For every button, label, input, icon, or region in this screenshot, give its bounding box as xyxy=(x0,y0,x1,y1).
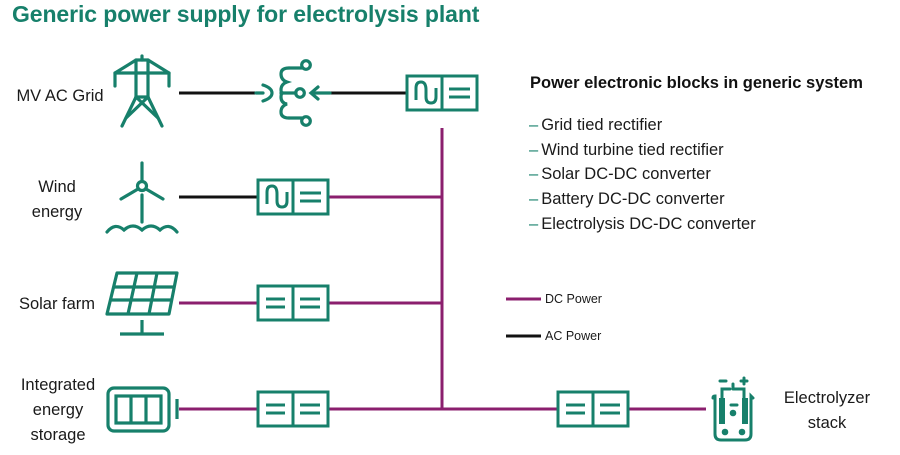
label-line: energy xyxy=(32,401,84,419)
label-electrolyzer-stack: Electrolyzer stack xyxy=(772,386,882,436)
converter-electrolysis-dcdc xyxy=(556,390,630,428)
item-text: Battery DC-DC converter xyxy=(541,190,725,209)
side-panel-list: –Grid tied rectifier –Wind turbine tied … xyxy=(529,113,756,237)
side-panel-item: –Solar DC-DC converter xyxy=(529,162,756,187)
battery-icon xyxy=(106,386,179,433)
electrolyzer-icon xyxy=(711,376,755,442)
item-text: Wind turbine tied rectifier xyxy=(541,140,724,159)
label-line: stack xyxy=(807,414,847,432)
converter-wind-rectifier xyxy=(256,178,330,216)
legend-dc-label: DC Power xyxy=(545,292,602,306)
item-text: Grid tied rectifier xyxy=(541,116,663,134)
tap-changer-transformer-icon xyxy=(254,59,332,127)
wires xyxy=(179,91,706,411)
ac-sine-icon xyxy=(414,80,438,105)
label-line: storage xyxy=(30,426,86,444)
side-panel-item: –Battery DC-DC converter xyxy=(529,187,756,212)
label-line: Integrated xyxy=(20,376,96,394)
wind-turbine-icon xyxy=(105,161,179,234)
label-line: Wind xyxy=(38,178,76,196)
label-mv-ac-grid: MV AC Grid xyxy=(10,84,110,109)
label-line: Solar farm xyxy=(18,295,96,313)
dash-bullet: – xyxy=(529,140,539,159)
converter-battery-dcdc xyxy=(256,390,330,428)
label-wind-energy: Wind energy xyxy=(22,175,92,225)
solar-panel-icon xyxy=(105,271,179,336)
dash-bullet: – xyxy=(529,190,539,209)
label-energy-storage: Integrated energy storage xyxy=(12,373,104,448)
side-panel-heading: Power electronic blocks in generic syste… xyxy=(530,74,863,92)
transmission-tower-icon xyxy=(113,54,171,128)
ac-sine-icon xyxy=(265,184,289,209)
label-line: energy xyxy=(31,203,83,221)
converter-grid-rectifier xyxy=(405,74,479,112)
page-title: Generic power supply for electrolysis pl… xyxy=(12,1,480,27)
item-text: Solar DC-DC converter xyxy=(541,165,711,184)
legend-ac-label: AC Power xyxy=(545,329,602,343)
label-line: Electrolyzer xyxy=(783,389,871,407)
dash-bullet: – xyxy=(529,116,539,134)
converter-solar-dcdc xyxy=(256,284,330,322)
label-line: MV AC Grid xyxy=(16,87,104,105)
side-panel-item: –Electrolysis DC-DC converter xyxy=(529,212,756,237)
item-text: Electrolysis DC-DC converter xyxy=(541,214,756,233)
side-panel-item: –Wind turbine tied rectifier xyxy=(529,138,756,163)
side-panel-item: –Grid tied rectifier xyxy=(529,113,756,138)
label-solar-farm: Solar farm xyxy=(12,292,102,317)
dash-bullet: – xyxy=(529,165,539,184)
dash-bullet: – xyxy=(529,214,539,233)
